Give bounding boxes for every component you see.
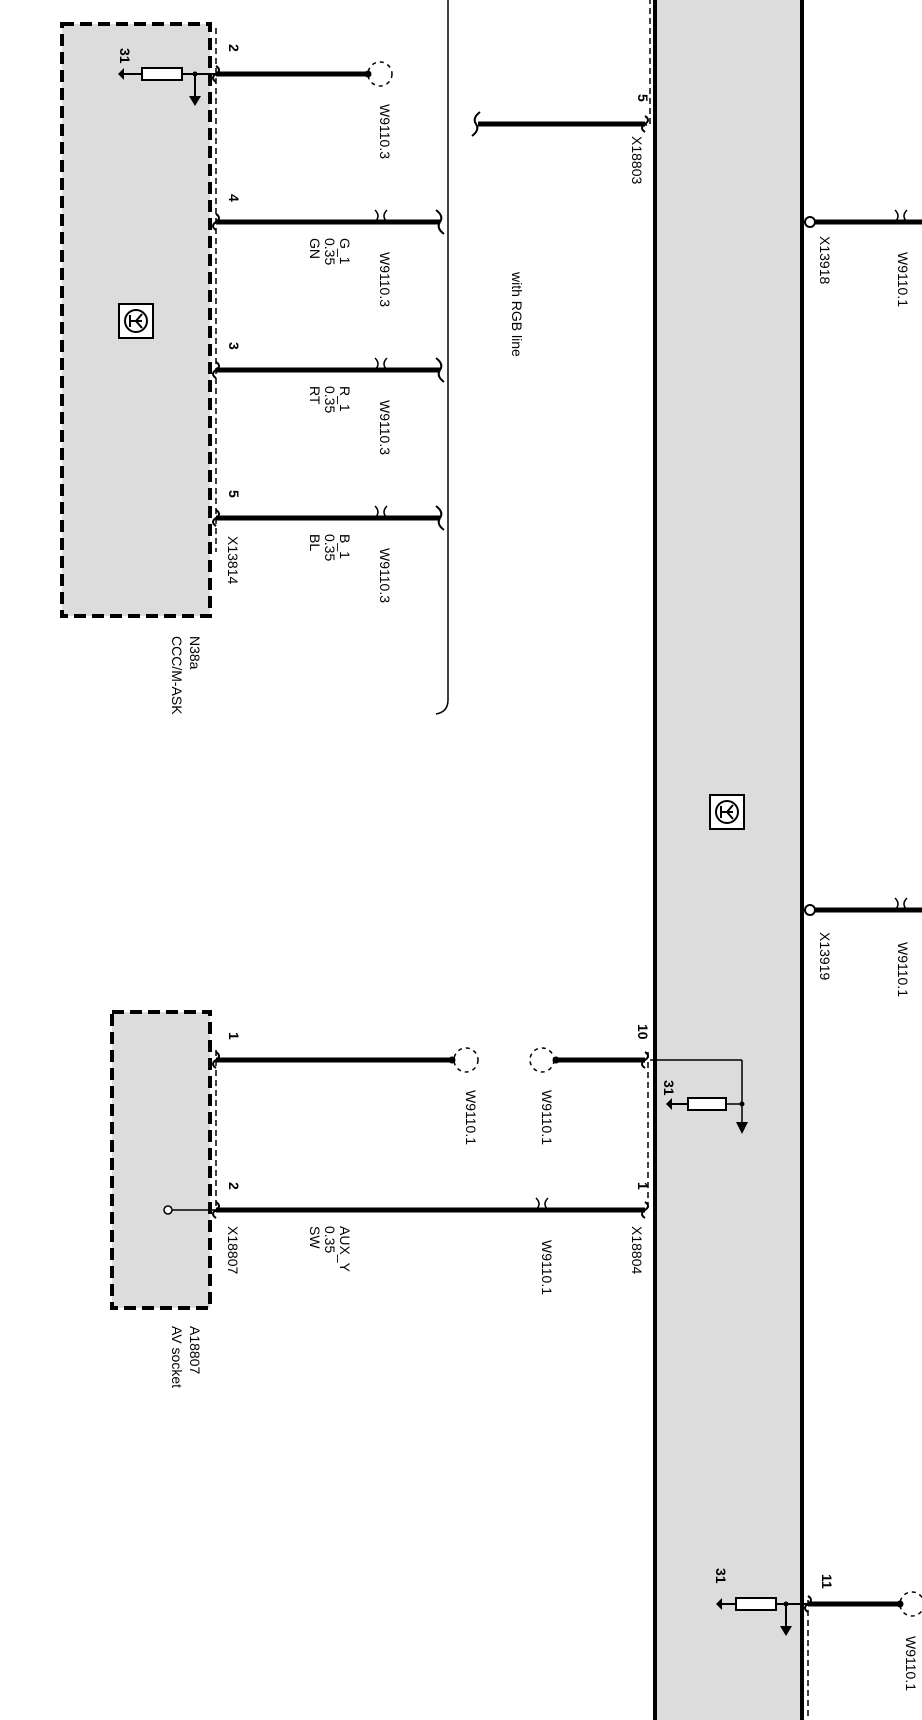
wire-r1-harness: W9110.3 bbox=[377, 400, 393, 455]
wire-x18803 bbox=[471, 111, 649, 137]
n38a-pin2-harness: W9110.3 bbox=[377, 104, 393, 159]
connector-x18807-label: X18807 bbox=[225, 1226, 241, 1274]
connector-x13814-label: X13814 bbox=[225, 536, 241, 584]
bottom-ground-label: 31 bbox=[713, 1568, 729, 1584]
wire-g1 bbox=[212, 209, 445, 235]
x18804-ground-label: 31 bbox=[661, 1080, 677, 1096]
a18807-socket-contact bbox=[163, 1205, 173, 1215]
wire-a18807-pin1 bbox=[212, 1047, 479, 1073]
x18803-pin-5: 5 bbox=[635, 94, 651, 102]
wire-bottom-pin11 bbox=[804, 1591, 922, 1617]
wire-g1-harness: W9110.3 bbox=[377, 252, 393, 307]
x13918-harness: W9110.1 bbox=[895, 252, 911, 307]
wire-b1-name: B_1 bbox=[337, 534, 353, 559]
wire-x13918 bbox=[804, 209, 922, 228]
connector-x13919-label: X13919 bbox=[817, 932, 833, 980]
wire-aux-y-harness: W9110.1 bbox=[539, 1240, 555, 1295]
wire-aux-y-gauge: 0.35 bbox=[322, 1226, 338, 1253]
module-n38a: 31 N38a CCC/M-ASK X13814 bbox=[60, 22, 241, 715]
module-a18807-body bbox=[110, 1010, 212, 1310]
wire-aux-y-name: AUX_Y bbox=[337, 1226, 353, 1273]
wire-b1 bbox=[212, 505, 445, 531]
option-note: with RGB line bbox=[509, 271, 525, 357]
n38a-pin-2: 2 bbox=[226, 44, 242, 52]
n38a-ground-resistor bbox=[118, 67, 216, 106]
wire-r1-color: RT bbox=[307, 386, 323, 405]
module-n38a-symbol-icon bbox=[118, 303, 154, 339]
wire-r1-name: R_1 bbox=[337, 386, 353, 412]
wire-x18804-pin10 bbox=[529, 1047, 649, 1073]
n38a-pin-3: 3 bbox=[226, 342, 242, 350]
a18807-pin-1: 1 bbox=[226, 1032, 242, 1040]
wire-g1-gauge: 0.35 bbox=[322, 238, 338, 265]
wire-g1-name: G_1 bbox=[337, 238, 353, 265]
bottom-ground-resistor bbox=[716, 1597, 808, 1636]
main-module bbox=[645, 0, 809, 1720]
bottom-pin-11: 11 bbox=[819, 1574, 835, 1589]
module-a18807 bbox=[110, 1010, 217, 1310]
option-bracket bbox=[435, 0, 449, 715]
a18807-pin1-harness: W9110.1 bbox=[463, 1090, 479, 1145]
wire-n38a-pin2 bbox=[212, 61, 393, 87]
bottom-harness: W9110.1 bbox=[903, 1636, 919, 1691]
x18804-pin10-harness: W9110.1 bbox=[539, 1090, 555, 1145]
x18804-pin-1: 1 bbox=[635, 1182, 651, 1190]
n38a-ground-label: 31 bbox=[117, 48, 133, 64]
wire-r1-gauge: 0.35 bbox=[322, 386, 338, 413]
module-a18807-name: AV socket bbox=[169, 1326, 185, 1388]
wire-b1-harness: W9110.3 bbox=[377, 548, 393, 603]
connector-x13918-label: X13918 bbox=[817, 236, 833, 284]
module-n38a-name: CCC/M-ASK bbox=[169, 636, 185, 715]
n38a-pin-4: 4 bbox=[226, 194, 242, 202]
wire-r1 bbox=[212, 357, 445, 383]
connector-x18803-label: X18803 bbox=[629, 136, 645, 184]
connector-x18804-label: X18804 bbox=[629, 1226, 645, 1274]
n38a-pin-5: 5 bbox=[226, 490, 242, 498]
wire-g1-color: GN bbox=[307, 238, 323, 259]
wire-x13919 bbox=[804, 897, 922, 916]
x13919-harness: W9110.1 bbox=[895, 942, 911, 997]
wire-b1-color: BL bbox=[307, 534, 323, 551]
module-n38a-id: N38a bbox=[187, 636, 203, 670]
wire-aux-y bbox=[212, 1197, 649, 1219]
wire-aux-y-color: SW bbox=[307, 1226, 323, 1249]
x18804-pin-10: 10 bbox=[635, 1024, 651, 1040]
wire-b1-gauge: 0.35 bbox=[322, 534, 338, 561]
x18803-outline bbox=[645, 0, 651, 126]
main-module-body bbox=[653, 0, 804, 1720]
module-a18807-id: A18807 bbox=[187, 1326, 203, 1374]
x18804-ground-resistor bbox=[650, 1059, 748, 1134]
a18807-pin-2: 2 bbox=[226, 1182, 242, 1190]
main-module-symbol-icon bbox=[709, 794, 745, 830]
